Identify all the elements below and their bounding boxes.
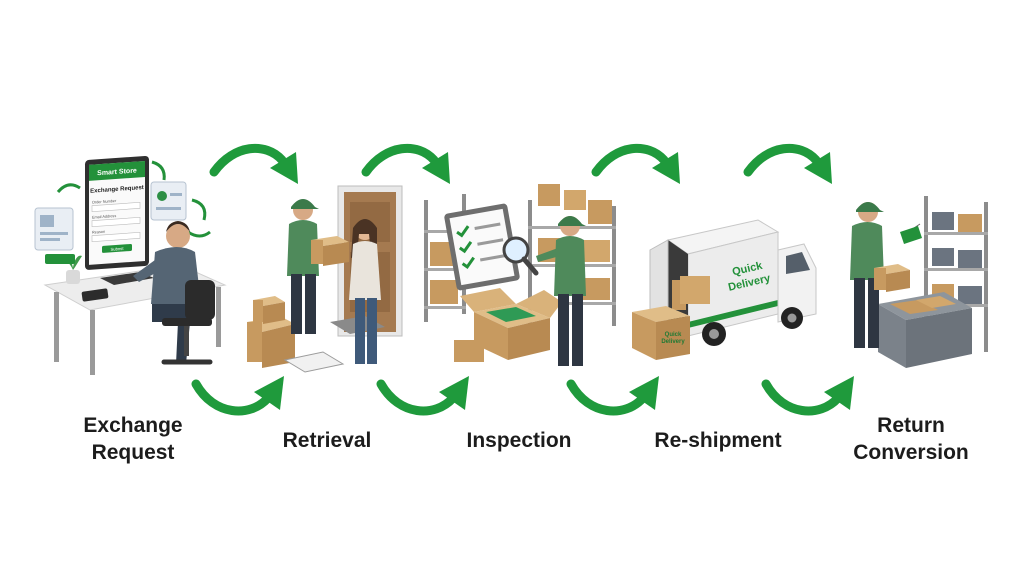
arrow-bottom-3-icon: [566, 376, 659, 416]
arrow-bottom-4-icon: [761, 376, 854, 416]
step-label-line: Return: [877, 414, 945, 437]
scene-return-conversion: [850, 196, 988, 368]
arrow-top-2-icon: [361, 143, 450, 184]
step-label-reshipment: Re-shipment: [633, 427, 803, 454]
arrow-top-3-icon: [591, 143, 680, 184]
scene-retrieval: [247, 185, 403, 373]
step-label-inspection: Inspection: [444, 427, 594, 454]
step-label-line: Exchange: [83, 414, 183, 437]
step-label-line: Conversion: [853, 441, 969, 464]
screen-field-3: Reason: [92, 230, 105, 235]
screen-field-2: Email Address: [92, 214, 116, 220]
step-label-line: Re-shipment: [654, 429, 782, 452]
step-label-retrieval: Retrieval: [252, 427, 402, 454]
scene-exchange-request: Smart Store Exchange Request Order Numbe…: [34, 155, 227, 375]
screen-submit-button: Submit: [110, 246, 124, 252]
box-brand-line-1: Quick: [665, 332, 682, 338]
arrow-top-1-icon: [209, 143, 298, 184]
box-brand-line-2: Delivery: [661, 339, 685, 345]
screen-store-name: Smart Store: [97, 168, 137, 178]
arrow-top-4-icon: [743, 143, 832, 184]
step-label-return-conversion: Return Conversion: [836, 412, 986, 466]
step-label-exchange-request: Exchange Request: [58, 412, 208, 466]
scene-reshipment: Quick Delivery Quick Delivery: [632, 219, 817, 360]
step-label-line: Request: [91, 441, 175, 464]
step-label-line: Inspection: [466, 429, 572, 452]
arrow-bottom-2-icon: [376, 376, 469, 416]
step-label-line: Retrieval: [282, 429, 372, 452]
screen-field-1: Order Number: [92, 199, 117, 205]
arrow-bottom-1-icon: [191, 376, 284, 416]
scene-inspection: [424, 184, 616, 366]
screen-form-title: Exchange Request: [90, 185, 144, 195]
